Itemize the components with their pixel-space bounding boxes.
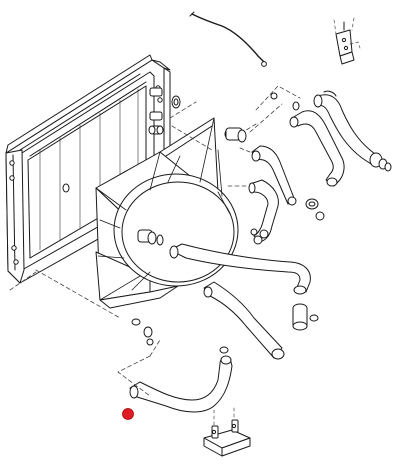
radiator-core xyxy=(5,54,181,284)
fitting-washers xyxy=(131,125,164,346)
mounting-bracket xyxy=(333,17,361,65)
fan-shroud xyxy=(9,101,239,319)
highlighted-lower-tube xyxy=(117,339,233,420)
upper-radiator-hose xyxy=(229,85,392,221)
bypass-hose xyxy=(224,127,297,245)
lower-radiator-hose xyxy=(169,243,319,360)
highlight-marker xyxy=(122,408,134,420)
mounting-bracket-bottom xyxy=(203,407,251,457)
cable-tie xyxy=(189,11,267,67)
